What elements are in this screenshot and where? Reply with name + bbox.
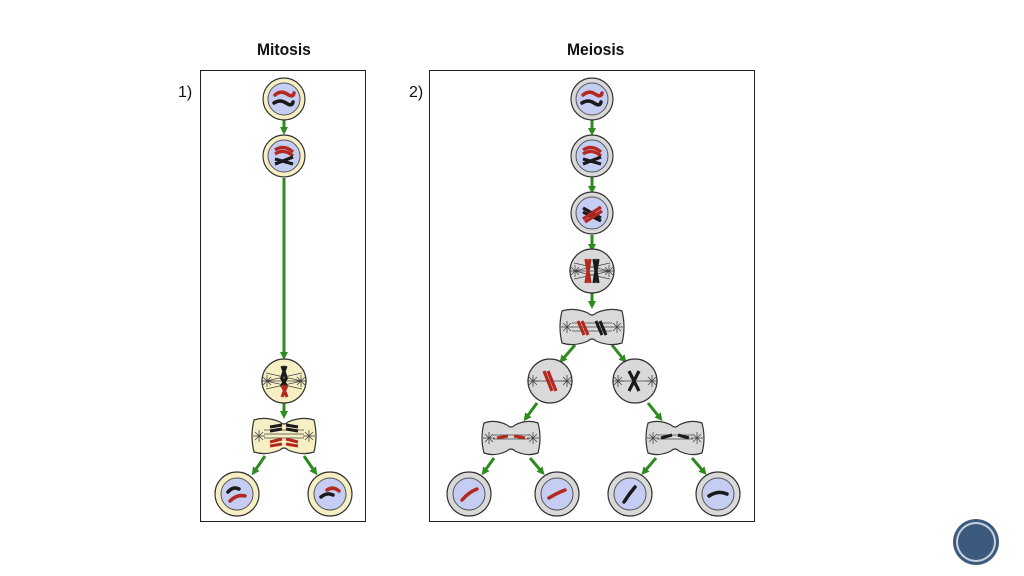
mitosis-cell-prophase [262, 134, 306, 178]
meiosis-arrows [481, 119, 707, 476]
meiosis-cell-anaphase-2-left [481, 420, 541, 456]
mitosis-panel-number: 1) [178, 84, 193, 101]
slide-badge [956, 522, 996, 562]
meiosis-cell-prophase-2-left [526, 358, 574, 404]
arrow [641, 457, 658, 476]
arrow [690, 457, 707, 476]
arrow [523, 402, 539, 422]
mitosis-cell-interphase [262, 77, 306, 121]
arrow [610, 344, 627, 364]
meiosis-gamete-1 [446, 471, 492, 517]
arrow [559, 344, 577, 364]
mitosis-title: Mitosis [257, 40, 311, 59]
mitosis-daughter-cell-right [307, 471, 353, 517]
arrow [528, 457, 545, 476]
meiosis-title: Meiosis [567, 40, 625, 59]
meiosis-cell-anaphase-2-right [645, 420, 705, 456]
meiosis-cell-synapsis [570, 191, 614, 235]
mitosis-arrows [251, 119, 318, 476]
mitosis-daughter-cell-left [214, 471, 260, 517]
mitosis-cell-metaphase [260, 358, 308, 404]
meiosis-cell-anaphase-1 [559, 308, 625, 346]
arrow [251, 455, 267, 476]
meiosis-gamete-4 [695, 471, 741, 517]
meiosis-cell-prophase-1 [570, 134, 614, 178]
meiosis-cell-interphase [570, 77, 614, 121]
meiosis-gamete-3 [607, 471, 653, 517]
meiosis-panel-number: 2) [409, 84, 424, 101]
arrow [302, 455, 318, 476]
meiosis-cell-prophase-2-right [611, 358, 659, 404]
meiosis-gamete-2 [534, 471, 580, 517]
mitosis-cell-telophase [251, 417, 317, 455]
arrow [481, 457, 496, 476]
meiosis-cell-metaphase-1 [568, 248, 616, 294]
arrow [646, 402, 663, 422]
